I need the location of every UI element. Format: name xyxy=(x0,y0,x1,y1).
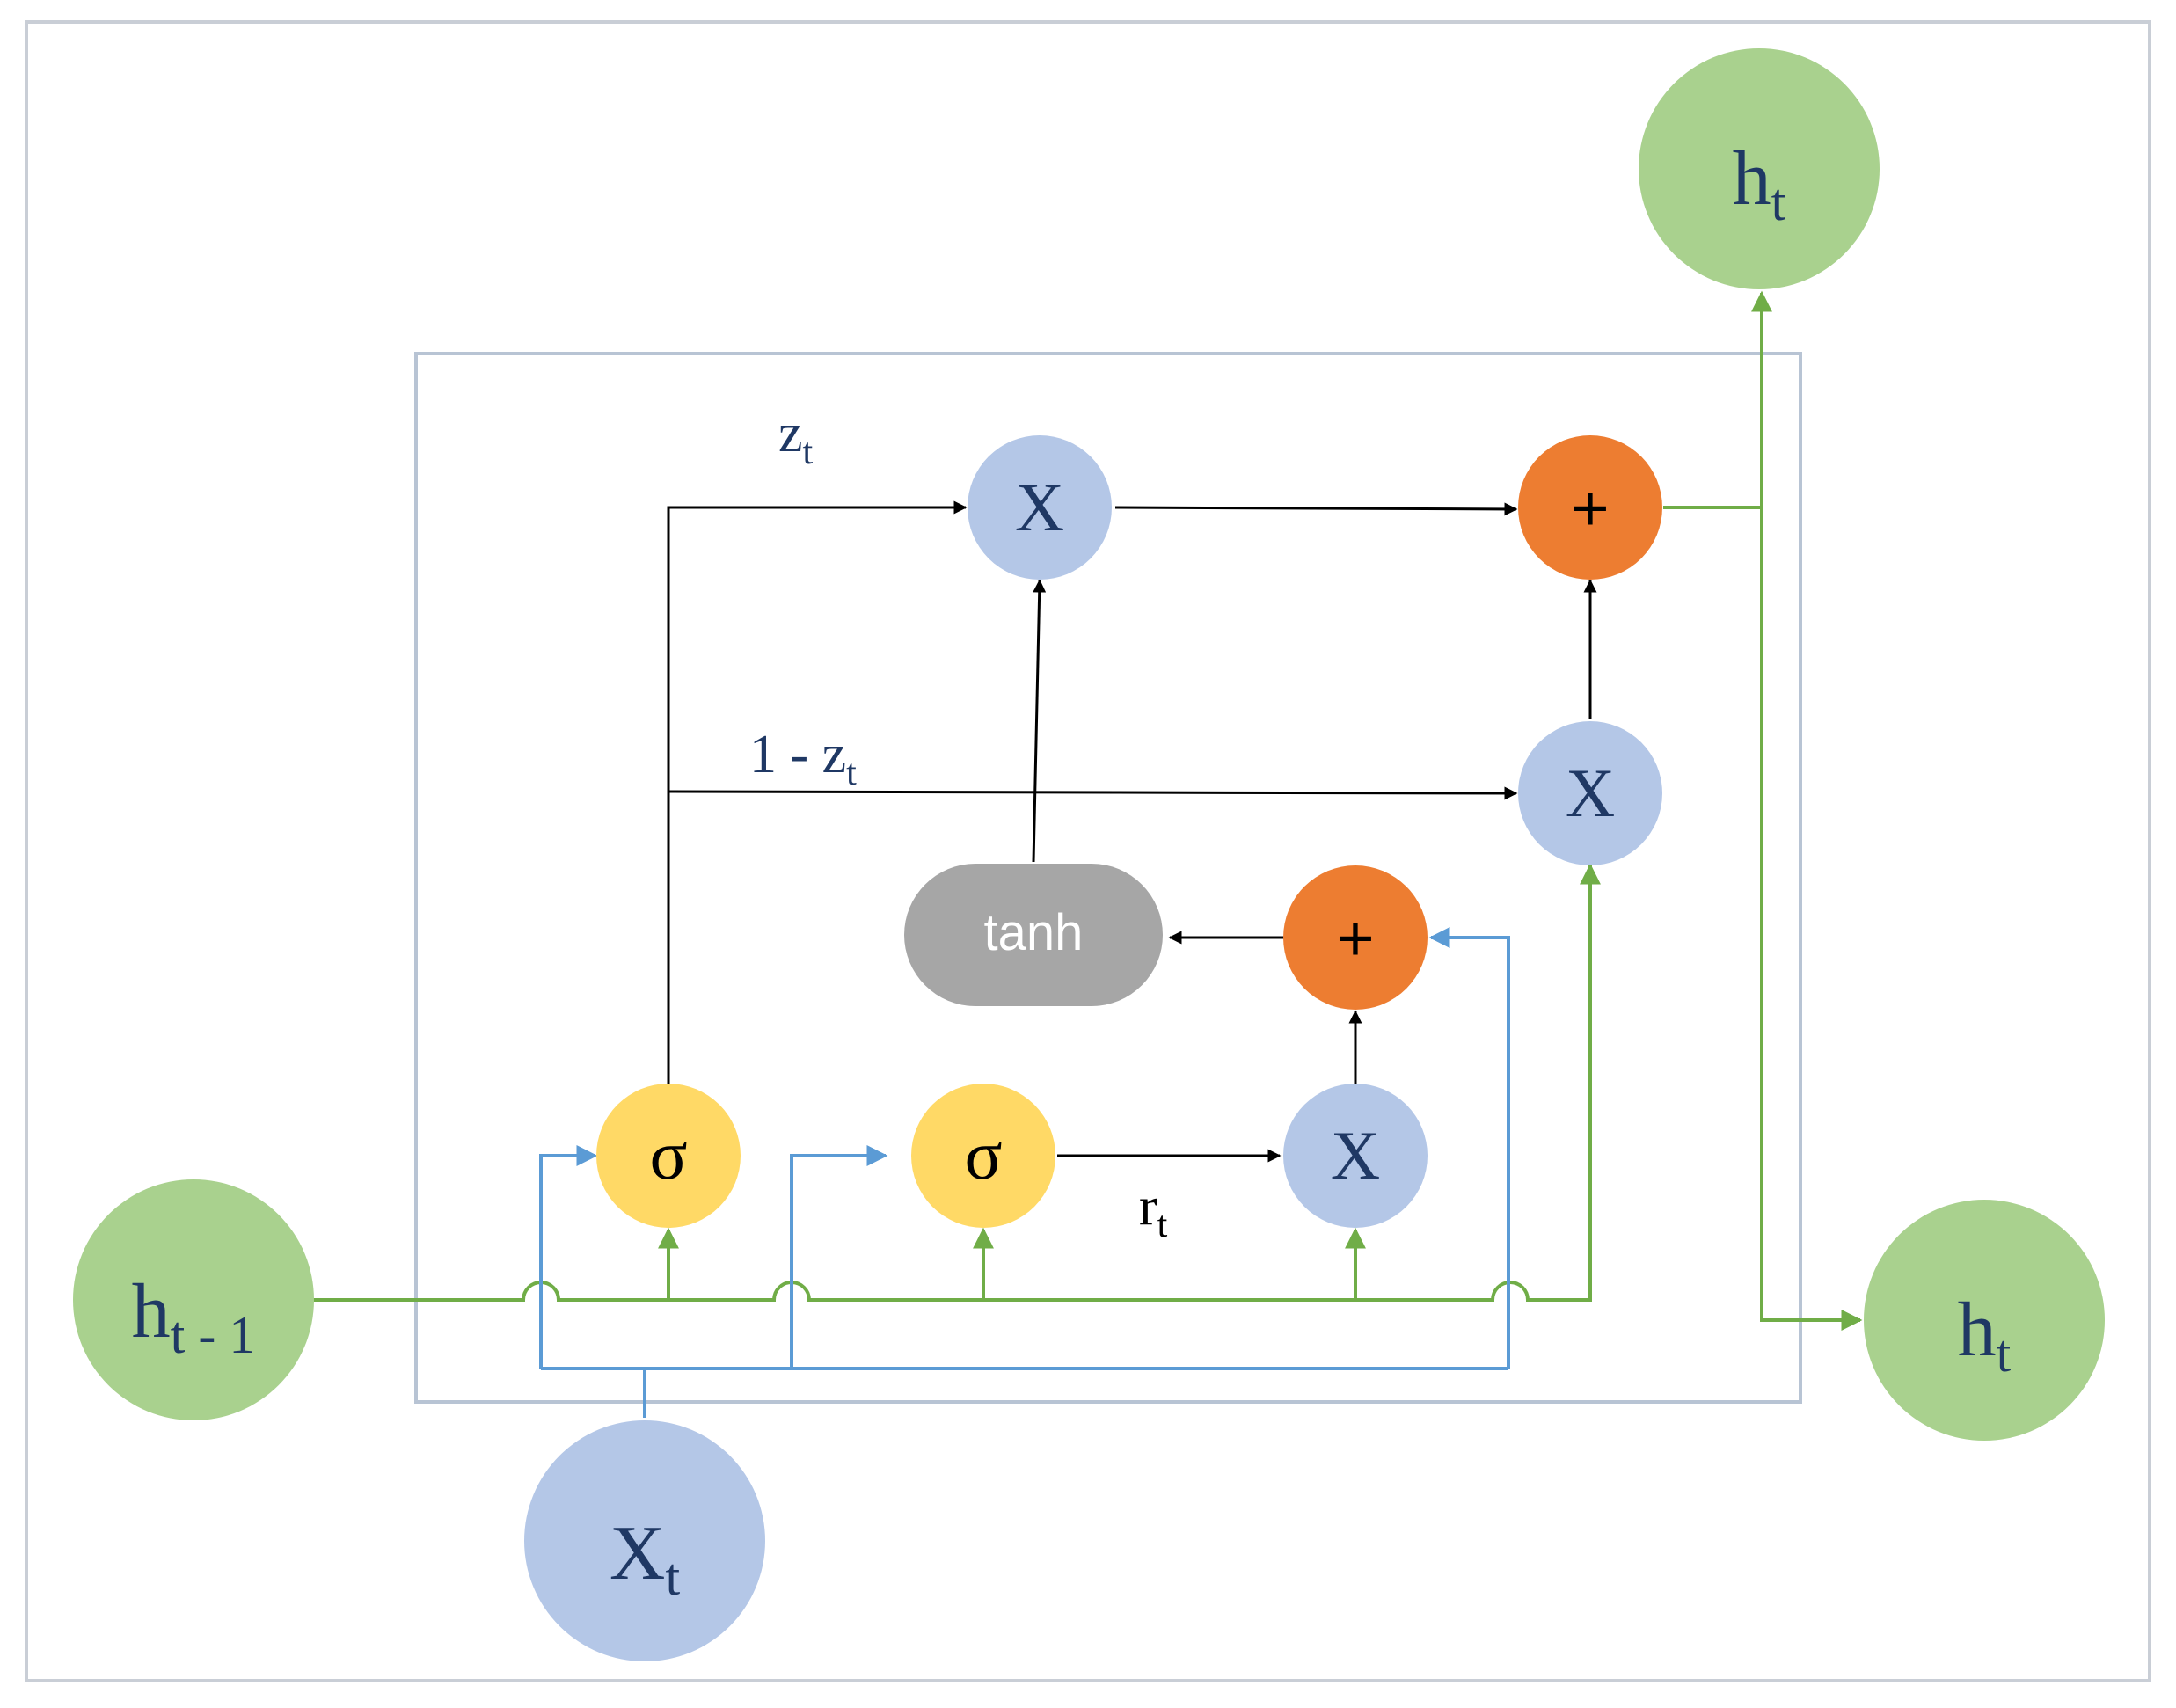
mult-z-node: X xyxy=(968,435,1112,580)
z-t-label: zt xyxy=(778,404,814,472)
mult-z-label: X xyxy=(1015,469,1064,545)
h-out-right-sub: t xyxy=(1997,1325,2012,1383)
xt-to-plus-candidate xyxy=(1428,927,1510,1369)
z-to-mult-z xyxy=(667,500,968,1084)
x-t-sub: t xyxy=(665,1548,680,1606)
mult-reset-node: X xyxy=(1283,1084,1428,1228)
x-t-node: Xt xyxy=(524,1420,765,1661)
mult-one-minus-z-label: X xyxy=(1566,755,1615,831)
xt-line xyxy=(541,1156,1508,1418)
sigma-update-label: σ xyxy=(649,1117,687,1194)
svg-text:ht: ht xyxy=(1958,1288,2012,1383)
x-t-main: X xyxy=(610,1511,666,1596)
one-minus-z-t-label: 1 - zt xyxy=(749,725,857,793)
mult-one-minus-z-node: X xyxy=(1518,721,1662,865)
sigma-update-gate: σ xyxy=(596,1084,741,1228)
svg-text:Xt: Xt xyxy=(610,1511,681,1606)
r-t-label: rt xyxy=(1139,1177,1168,1245)
gru-cell-frame xyxy=(414,352,1802,1404)
output-line-right xyxy=(1760,507,1863,1331)
tanh-label: tanh xyxy=(984,904,1084,961)
plus-candidate-label: + xyxy=(1336,901,1374,974)
plus-output-node: + xyxy=(1518,435,1662,580)
one-minus-z-t-main: 1 - z xyxy=(749,725,846,785)
r-t-sub: t xyxy=(1157,1205,1168,1245)
sigma-reset-gate: σ xyxy=(911,1084,1055,1228)
sigma-reset-label: σ xyxy=(964,1117,1002,1194)
h-prev-main: h xyxy=(132,1269,171,1354)
plus-candidate-node: + xyxy=(1283,865,1428,1010)
one-minus-z-line xyxy=(668,786,1518,800)
h-prev-sub: t - 1 xyxy=(171,1306,256,1364)
mult-reset-label: X xyxy=(1331,1117,1380,1193)
xt-to-sigma-update xyxy=(539,1145,598,1369)
svg-text:ht: ht xyxy=(1733,136,1786,231)
h-out-top-node: ht xyxy=(1639,48,1880,289)
h-out-top-main: h xyxy=(1733,136,1771,222)
tanh-node: tanh xyxy=(904,864,1163,1006)
h-out-right-main: h xyxy=(1958,1288,1997,1373)
z-t-main: z xyxy=(778,404,803,463)
svg-text:ht - 1: ht - 1 xyxy=(132,1269,256,1364)
tanh-to-mult-z xyxy=(1032,579,1047,863)
h-out-right-node: ht xyxy=(1864,1200,2105,1441)
outer-frame xyxy=(25,20,2151,1682)
one-minus-z-t-sub: t xyxy=(846,753,857,793)
output-line xyxy=(1663,290,1772,509)
mult-z-to-plus-output xyxy=(1114,502,1518,516)
plus-output-label: + xyxy=(1571,471,1609,544)
h-prev-node: ht - 1 xyxy=(73,1179,314,1420)
h-out-top-sub: t xyxy=(1771,173,1786,231)
r-t-main: r xyxy=(1139,1177,1157,1237)
z-t-sub: t xyxy=(803,432,814,472)
